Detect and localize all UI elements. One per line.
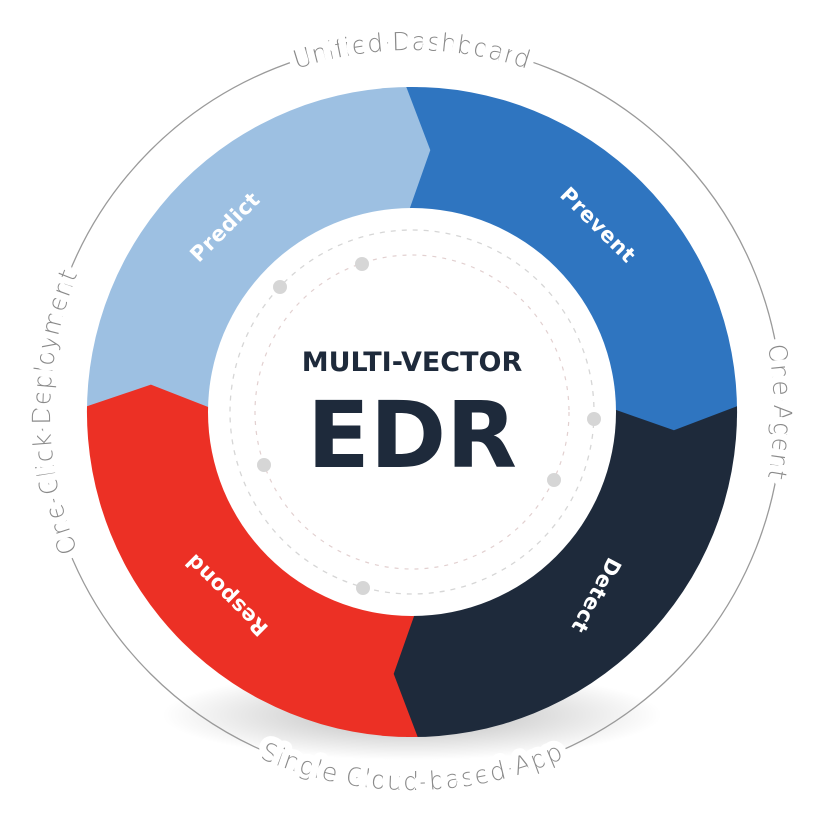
orbit-dot	[273, 280, 287, 294]
orbit-dot	[547, 473, 561, 487]
segment-detect	[384, 406, 738, 738]
orbit-dot	[257, 458, 271, 472]
ring-label-right-text: One Agent	[755, 335, 804, 490]
ring-label-right: One Agent	[762, 342, 797, 483]
ring-label-left-text: One-Click Deployment	[20, 258, 90, 566]
segment-respond	[86, 384, 418, 738]
ring-label-left: One-Click Deployment	[27, 265, 83, 559]
orbit-dot	[355, 257, 369, 271]
segment-prevent	[406, 86, 738, 440]
center-title: EDR	[307, 382, 517, 489]
segment-predict	[86, 86, 440, 418]
outer-ring-line	[41, 41, 783, 783]
segment-ring	[86, 86, 738, 738]
center-subtitle: MULTI-VECTOR	[302, 347, 523, 378]
ring-label-top-text: Unified Dashboard	[283, 20, 542, 82]
orbit-dot	[587, 412, 601, 426]
orbit-dot	[356, 581, 370, 595]
dashed-orbit-inner	[254, 254, 570, 570]
orbit-dots	[257, 257, 601, 595]
center-disc	[208, 208, 616, 616]
ring-label-top: Unified Dashboard	[290, 27, 535, 75]
